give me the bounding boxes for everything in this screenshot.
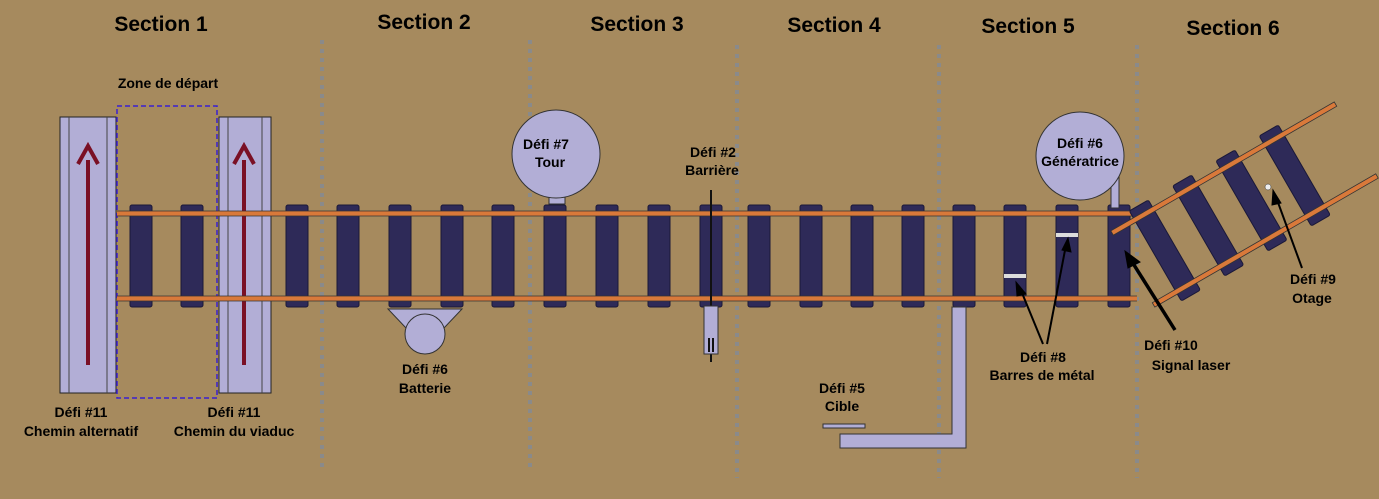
target-label-2: Cible <box>825 398 859 414</box>
metal-bars-label-1: Défi #8 <box>1020 349 1066 365</box>
barrier-label-1: Défi #2 <box>690 144 736 160</box>
section-4-header: Section 4 <box>787 14 881 37</box>
battery-label-1: Défi #6 <box>402 361 448 377</box>
section-2-header: Section 2 <box>377 11 470 34</box>
track-ties <box>129 204 1131 308</box>
target-label-1: Défi #5 <box>819 380 865 396</box>
alt-path-label-2: Chemin alternatif <box>24 423 139 439</box>
alternate-path-platform <box>59 116 117 394</box>
hostage-label-1: Défi #9 <box>1290 271 1336 287</box>
alt-path-label-1: Défi #11 <box>55 404 108 420</box>
hostage-marker <box>1264 183 1272 191</box>
angled-track <box>1110 101 1379 308</box>
metal-bars-label-2: Barres de métal <box>989 367 1094 383</box>
start-zone-label: Zone de départ <box>118 75 219 91</box>
barrier-shape <box>703 190 719 362</box>
barrier-label-2: Barrière <box>685 162 739 178</box>
pointer-arrows <box>1015 188 1303 345</box>
viaduct-path-platform <box>218 116 272 394</box>
track-rails <box>117 210 1137 302</box>
laser-signal-label-1: Défi #10 <box>1144 337 1198 353</box>
tower-circle <box>511 109 601 199</box>
generator-label-1: Défi #6 <box>1057 135 1103 151</box>
battery-shape <box>386 308 464 355</box>
viaduct-path-label-2: Chemin du viaduc <box>174 423 295 439</box>
hostage-label-2: Otage <box>1292 290 1332 306</box>
battery-label-2: Batterie <box>399 380 451 396</box>
viaduct-path-label-1: Défi #11 <box>208 404 261 420</box>
section-1-header: Section 1 <box>114 13 208 36</box>
tower-label-2: Tour <box>535 154 566 170</box>
section-5-header: Section 5 <box>981 15 1075 38</box>
metal-bar <box>1056 233 1078 237</box>
section-6-header: Section 6 <box>1186 17 1279 40</box>
target-path <box>822 306 967 449</box>
laser-signal-label-2: Signal laser <box>1152 357 1231 373</box>
tower-label-1: Défi #7 <box>523 136 569 152</box>
generator-circle <box>1035 111 1125 201</box>
metal-bar <box>1004 274 1026 278</box>
section-3-header: Section 3 <box>590 13 683 36</box>
start-zone-box <box>116 105 218 399</box>
generator-label-2: Génératrice <box>1041 153 1119 169</box>
